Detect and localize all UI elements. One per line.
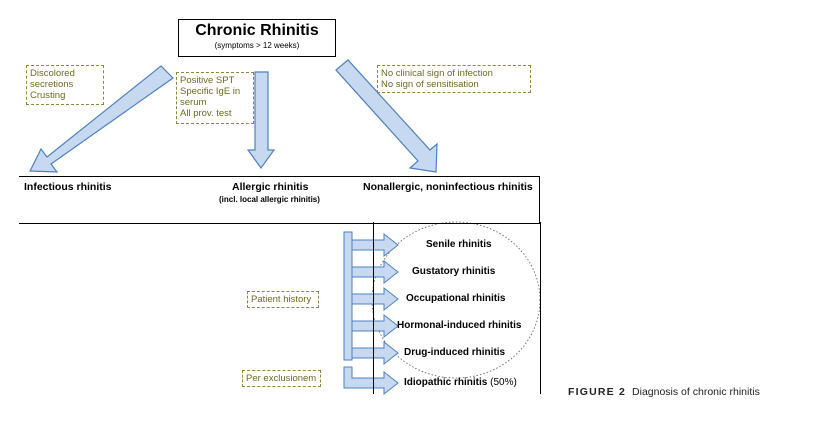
figure-caption-text: Diagnosis of chronic rhinitis <box>632 386 760 398</box>
subtype-hormonal: Hormonal-induced rhinitis <box>397 320 522 331</box>
note-line: serum <box>180 97 207 108</box>
subtype-drug: Drug-induced rhinitis <box>404 347 506 358</box>
subtype-panel <box>373 222 541 394</box>
note-patient-history: Patient history <box>247 291 319 308</box>
category-allergic-sub: (incl. local allergic rhinitis) <box>219 195 320 204</box>
category-box <box>19 176 540 224</box>
subtype-occupational: Occupational rhinitis <box>406 293 506 304</box>
note-line: Specific IgE in <box>180 86 241 97</box>
note-line: No sign of sensitisation <box>381 79 479 90</box>
note-line: Discolored <box>30 68 75 79</box>
note-line: Per exclusionem <box>246 373 317 384</box>
root-title: Chronic Rhinitis <box>195 22 319 39</box>
note-nonallergic: No clinical sign of infection No sign of… <box>377 65 531 93</box>
arrow-to-infectious <box>29 65 174 173</box>
category-allergic: Allergic rhinitis <box>232 181 309 193</box>
note-per-exclusion: Per exclusionem <box>242 370 321 387</box>
subtype-senile: Senile rhinitis <box>426 239 492 250</box>
note-line: No clinical sign of infection <box>381 68 493 79</box>
root-box: Chronic Rhinitis (symptoms > 12 weeks) <box>178 19 336 57</box>
branch-arrow-senile <box>351 232 399 258</box>
category-nonallergic: Nonallergic, noninfectious rhinitis <box>363 181 533 193</box>
arrow-to-allergic <box>246 71 276 170</box>
subtype-spine <box>343 231 353 361</box>
figure-label: FIGURE 2 <box>568 386 627 398</box>
figure-caption: FIGURE 2 Diagnosis of chronic rhinitis <box>568 386 760 398</box>
subtype-branch-arrows <box>351 232 399 366</box>
note-line: All prov. test <box>180 108 232 119</box>
arrow-to-idiopathic <box>343 366 399 396</box>
subtype-idiopathic: Idiopathic rhinitis (50%) <box>404 377 517 388</box>
branch-arrow-gustatory <box>351 259 399 285</box>
branch-arrow-drug <box>351 340 399 366</box>
category-infectious: Infectious rhinitis <box>24 181 112 193</box>
note-allergic: Positive SPT Specific IgE in serum All p… <box>176 72 254 124</box>
note-line: Patient history <box>251 294 312 305</box>
note-infectious: Discolored secretions Crusting <box>26 65 104 105</box>
note-line: Crusting <box>30 90 66 101</box>
arrow-to-nonallergic <box>335 59 438 173</box>
root-subtitle: (symptoms > 12 weeks) <box>214 41 300 50</box>
idiopathic-name: Idiopathic rhinitis <box>404 377 488 388</box>
subtype-gustatory: Gustatory rhinitis <box>412 266 496 277</box>
branch-arrow-hormonal <box>351 313 399 339</box>
branch-arrow-occupational <box>351 286 399 312</box>
note-line: Positive SPT <box>180 75 235 86</box>
idiopathic-share: (50%) <box>490 377 517 388</box>
note-line: secretions <box>30 79 74 90</box>
